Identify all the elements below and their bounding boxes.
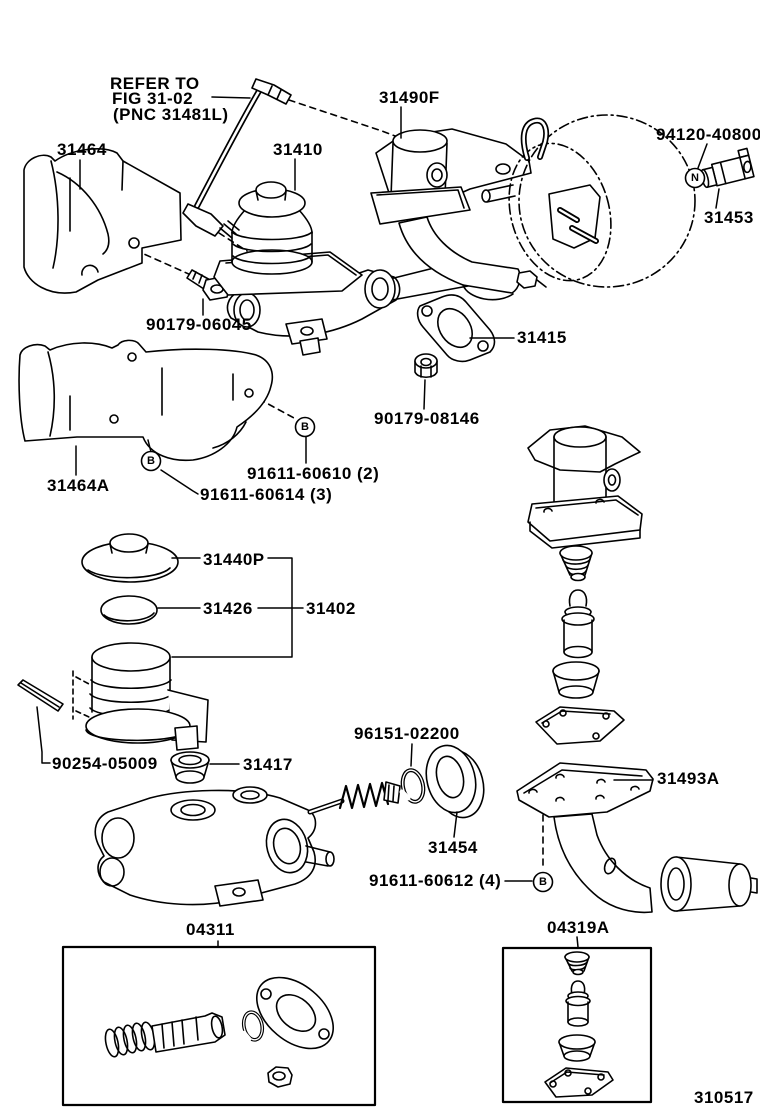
booster-bracket-drawing <box>370 128 547 301</box>
diaphragm-drawing <box>100 595 158 625</box>
part-label-31426: 31426 <box>203 599 253 618</box>
part-label-31453: 31453 <box>704 208 754 227</box>
part-label-90254-05009: 90254-05009 <box>52 754 158 773</box>
part-label-31440p: 31440P <box>203 550 265 569</box>
valve-kit-contents-drawing <box>544 951 614 1098</box>
gasket-drawing <box>416 294 496 363</box>
boot-drawing <box>425 744 485 819</box>
valve-hub-drawing <box>527 425 643 549</box>
svg-text:N: N <box>691 172 699 184</box>
part-label-94120-40800: 94120-40800 <box>656 125 760 144</box>
mounting-bracket-drawing <box>516 762 758 914</box>
booster-phantom-drawing <box>481 114 696 288</box>
part-label-90179-08146: 90179-08146 <box>374 409 480 428</box>
cylinder-nut-drawing <box>414 353 438 379</box>
part-label-31417: 31417 <box>243 755 293 774</box>
part-label-91611-60614: 91611-60614 (3) <box>200 485 333 504</box>
svg-text:B: B <box>539 876 547 888</box>
pin-drawing <box>17 679 64 712</box>
circled-n-marker: N <box>684 167 706 189</box>
circled-b-marker-3: B <box>532 871 554 893</box>
reservoir-drawing <box>85 642 209 751</box>
svg-text:B: B <box>301 421 309 433</box>
part-label-91611-60610: 91611-60610 (2) <box>247 464 380 483</box>
svg-text:B: B <box>147 455 155 467</box>
clamp-drawing <box>700 147 755 189</box>
clutch-tube-drawing <box>182 78 292 239</box>
figure-code: 310517 <box>694 1088 754 1107</box>
valve-plate-drawing <box>535 706 625 745</box>
valve-cap-drawing <box>552 661 600 699</box>
cylinder-body-drawing <box>94 781 401 907</box>
part-label-31464: 31464 <box>57 140 107 159</box>
heat-shield-upper-drawing <box>23 148 182 294</box>
note-line-1: REFER TO <box>110 74 200 93</box>
note-line-2: FIG 31-02 <box>112 89 194 108</box>
part-label-04319a: 04319A <box>547 918 610 937</box>
part-label-31454: 31454 <box>428 838 478 857</box>
part-label-31493a: 31493A <box>657 769 720 788</box>
heat-shield-lower-drawing <box>18 339 274 462</box>
circled-b-marker-1: B <box>294 416 316 438</box>
part-label-91611-60612: 91611-60612 (4) <box>369 871 502 890</box>
part-label-31464a: 31464A <box>47 476 110 495</box>
part-label-96151-02200: 96151-02200 <box>354 724 460 743</box>
note-line-3: (PNC 31481L) <box>113 105 229 124</box>
repair-kit-contents-drawing <box>104 976 335 1088</box>
grommet-drawing <box>170 751 210 784</box>
circled-b-marker-2: B <box>140 450 162 472</box>
leader-lines <box>36 96 720 948</box>
part-label-31410: 31410 <box>273 140 323 159</box>
reservoir-cap-drawing <box>81 533 179 583</box>
part-label-90179-06045: 90179-06045 <box>146 315 252 334</box>
part-label-04311: 04311 <box>186 920 235 939</box>
valve-piston-drawing <box>561 589 595 659</box>
part-label-31415: 31415 <box>517 328 567 347</box>
master-cylinder-assy-drawing <box>213 181 469 356</box>
snap-ring-drawing <box>399 768 426 804</box>
part-label-31402: 31402 <box>306 599 356 618</box>
part-label-31490f: 31490F <box>379 88 440 107</box>
valve-boot-drawing <box>559 545 593 582</box>
